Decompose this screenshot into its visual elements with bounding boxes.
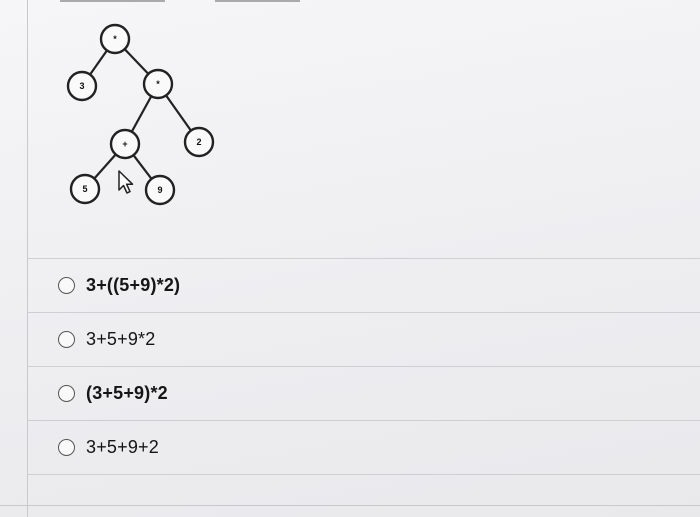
radio-button[interactable] (58, 385, 75, 402)
radio-button[interactable] (58, 439, 75, 456)
tree-node-label: * (156, 79, 160, 89)
tree-node-label: 2 (196, 137, 201, 147)
mouse-pointer-icon (118, 170, 134, 194)
expression-tree-diagram: * 3 * + 2 5 9 (66, 23, 215, 206)
tree-node-3: 3 (66, 70, 98, 102)
answer-option-3[interactable]: (3+5+9)*2 (27, 366, 700, 420)
top-edge-line (215, 0, 300, 2)
tree-node-plus: + (109, 128, 141, 160)
answer-option-label: (3+5+9)*2 (86, 383, 168, 403)
answer-option-label: 3+5+9+2 (86, 437, 159, 457)
answer-option-1[interactable]: 3+((5+9)*2) (27, 258, 700, 312)
top-edge-line (60, 0, 165, 2)
answer-option-label: 3+5+9*2 (86, 329, 156, 349)
tree-node-label: + (122, 139, 127, 149)
radio-button[interactable] (58, 331, 75, 348)
answer-options: 3+((5+9)*2) 3+5+9*2 (3+5+9)*2 3+5+9+2 (27, 258, 700, 475)
answer-option-4[interactable]: 3+5+9+2 (27, 420, 700, 475)
tree-node-root: * (99, 23, 131, 55)
bottom-divider (0, 505, 700, 506)
tree-node-label: 9 (157, 185, 162, 195)
tree-node-label: 5 (82, 184, 87, 194)
answer-option-2[interactable]: 3+5+9*2 (27, 312, 700, 366)
tree-node-label: 3 (79, 81, 84, 91)
radio-button[interactable] (58, 277, 75, 294)
tree-node-9: 9 (144, 174, 176, 206)
tree-node-2: 2 (183, 126, 215, 158)
tree-node-label: * (113, 34, 117, 44)
answer-option-label: 3+((5+9)*2) (86, 275, 181, 295)
tree-node-multiply: * (142, 68, 174, 100)
tree-node-5: 5 (69, 173, 101, 205)
